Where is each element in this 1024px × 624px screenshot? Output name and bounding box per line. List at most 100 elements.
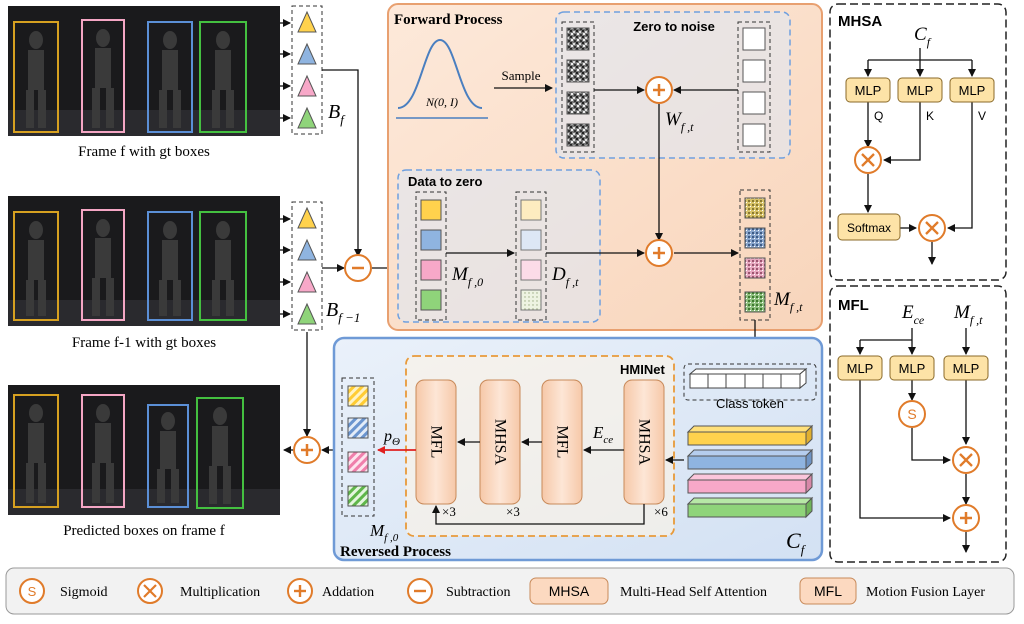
legend-mfl-box — [799, 577, 857, 605]
frame-predicted — [8, 385, 280, 515]
k-label: K — [926, 109, 934, 123]
caption-previous: Frame f-1 with gt boxes — [72, 335, 216, 351]
softmax-box — [837, 213, 901, 241]
legend-subtraction: Subtraction — [446, 585, 511, 600]
hminet-arrows — [432, 438, 684, 525]
legend-sigmoid: Sigmoid — [60, 585, 107, 600]
caption-current: Frame f with gt boxes — [78, 144, 210, 160]
mfl-mft-label: Mf ,t — [953, 302, 983, 327]
noise-column — [561, 21, 595, 153]
rep-mfl: ×3 — [442, 504, 456, 519]
zero-to-noise-label: Zero to noise — [633, 19, 715, 34]
mhsa-input-label: Cf — [914, 24, 932, 49]
mhsa-mlp-v: MLP — [959, 83, 986, 98]
legend-mhsa-desc: Multi-Head Self Attention — [620, 585, 767, 600]
mhsa-mult-1 — [854, 146, 882, 174]
bf-triangles — [291, 5, 323, 135]
mfl-arrows — [856, 328, 970, 553]
cf-label: Cf — [786, 528, 807, 557]
block-label-mhsa-1: MHSA — [492, 419, 509, 466]
ece-label: Ece — [592, 423, 613, 446]
wft-label: Wf ,t — [665, 109, 694, 134]
caption-predicted: Predicted boxes on frame f — [63, 523, 225, 539]
mfl-mult — [952, 446, 980, 474]
legend-mhsa-box-label: MHSA — [549, 583, 590, 599]
legend-multiplication: Multiplication — [180, 585, 260, 600]
dft-tiles — [520, 199, 542, 311]
mfl-mlp-boxes — [837, 355, 989, 381]
legend — [5, 567, 1015, 615]
mft-label: Mf ,t — [773, 289, 803, 314]
mhsa-mlp-k: MLP — [907, 83, 934, 98]
mhsa-mlp-boxes — [845, 77, 995, 103]
gt-box-yellow — [13, 21, 59, 133]
legend-mfl-box-label: MFL — [814, 583, 842, 599]
mf0-output-label: Mf ,0 — [369, 521, 399, 544]
block-label-mhsa-2: MHSA — [636, 419, 653, 466]
frame-current — [8, 6, 280, 136]
output-tiles — [347, 385, 369, 507]
legend-sigmoid-icon — [19, 578, 45, 604]
noise-arrows — [594, 86, 738, 241]
block-mfl-1 — [415, 379, 457, 505]
hminet-label: HMINet — [620, 362, 665, 377]
mhsa-panel — [829, 3, 1007, 281]
mhsa-input-arrows — [864, 48, 976, 265]
mfl-mlp-3: MLP — [953, 361, 980, 376]
bf1-label: Bf −1 — [326, 299, 360, 325]
q-label: Q — [874, 109, 883, 123]
mhsa-mlp-q: MLP — [855, 83, 882, 98]
addition-op-output — [293, 436, 321, 464]
rep-hminet: ×6 — [654, 504, 668, 519]
dft-column — [515, 191, 547, 321]
data-to-zero-label: Data to zero — [408, 174, 482, 189]
mfl-panel-title: MFL — [838, 297, 869, 314]
class-token — [683, 363, 817, 401]
mfl-ece-label: Ece — [901, 302, 925, 327]
hminet-box — [405, 355, 675, 537]
mf0-column — [415, 191, 447, 321]
mfl-sigmoid-label: S — [907, 406, 916, 422]
legend-subtraction-icon — [407, 578, 433, 604]
mhsa-panel-title: MHSA — [838, 13, 882, 30]
forward-title: Forward Process — [394, 12, 503, 28]
mfl-add — [952, 504, 980, 532]
p-theta-label: pΘ — [383, 428, 400, 448]
gt-box-pink — [81, 19, 125, 133]
zero-tiles — [742, 27, 766, 147]
reversed-title: Reversed Process — [340, 544, 451, 560]
block-label-mfl-1: MFL — [428, 426, 445, 459]
zero-to-noise-box — [555, 11, 791, 159]
sample-label: Sample — [502, 68, 541, 83]
softmax-label: Softmax — [847, 221, 891, 235]
legend-multiplication-icon — [137, 578, 163, 604]
legend-mfl-desc: Motion Fusion Layer — [866, 585, 985, 600]
mfl-sigmoid — [898, 400, 926, 428]
mft-tiles — [744, 197, 766, 313]
legend-addation: Addation — [322, 585, 374, 600]
mfl-mlp-2: MLP — [899, 361, 926, 376]
class-token-label: Class token — [716, 396, 784, 411]
block-label-mfl-2: MFL — [554, 426, 571, 459]
mhsa-mult-2 — [918, 214, 946, 242]
mf0-label: Mf ,0 — [451, 264, 483, 289]
legend-mhsa-box — [529, 577, 609, 605]
rep-mhsa: ×3 — [506, 504, 520, 519]
noise-tiles — [566, 27, 590, 147]
gaussian-label: N(0, I) — [425, 95, 458, 109]
gaussian-curve — [396, 38, 488, 119]
gt-box-blue — [147, 21, 193, 133]
gt-box-green — [199, 21, 247, 133]
hminet-blocks — [415, 379, 665, 505]
cf-tokens — [686, 424, 814, 519]
legend-addition-icon — [287, 578, 313, 604]
bf-label: Bf — [328, 101, 346, 127]
subtraction-op — [344, 254, 372, 282]
v-label: V — [978, 109, 986, 123]
data-to-zero-box — [397, 169, 601, 323]
output-column — [341, 377, 375, 517]
mf0-tiles — [420, 199, 442, 311]
addition-op-noise — [645, 76, 673, 104]
legend-s-glyph: S — [28, 584, 37, 599]
